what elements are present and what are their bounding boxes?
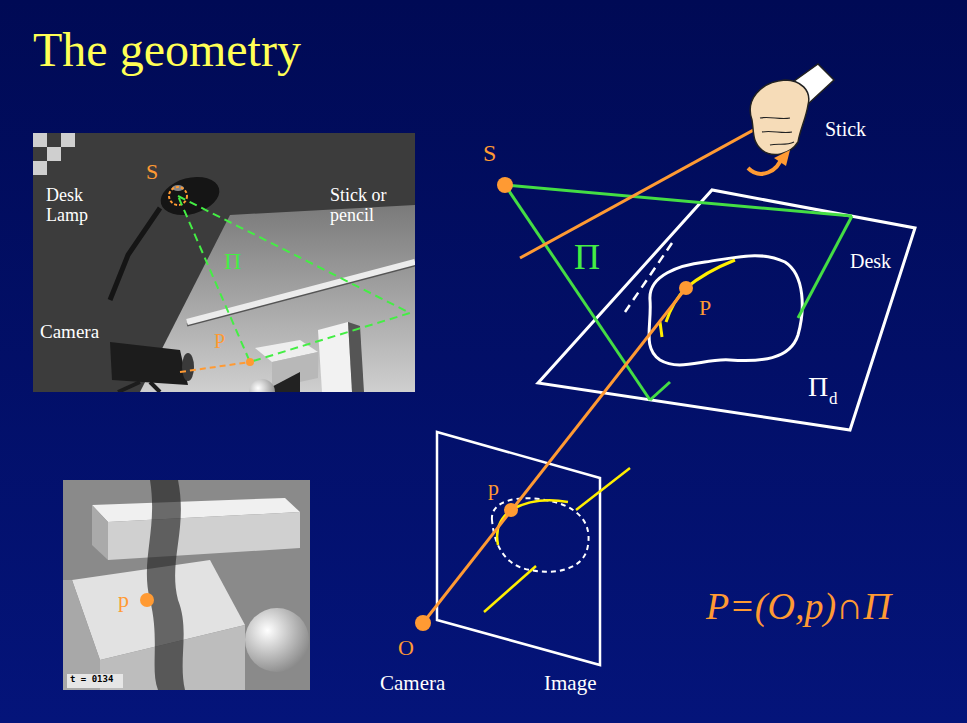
desk-plane-label: Π bbox=[808, 372, 828, 403]
ramp bbox=[63, 580, 100, 690]
stick bbox=[187, 262, 415, 322]
camera-photo bbox=[63, 480, 310, 690]
hand-fingers bbox=[760, 117, 794, 145]
shadow-curve bbox=[666, 260, 735, 322]
image-shadow-curve bbox=[497, 500, 568, 545]
block bbox=[108, 512, 300, 560]
formula: P=(O,p)∩Π bbox=[706, 586, 891, 628]
timestamp: t = 0134 bbox=[70, 675, 113, 685]
light-source-label: S bbox=[483, 140, 496, 166]
image-shadow-line bbox=[576, 468, 630, 510]
image-label: Image bbox=[544, 672, 596, 695]
point-dot bbox=[246, 358, 254, 366]
desk-plane bbox=[538, 190, 915, 430]
sphere bbox=[249, 379, 275, 392]
photo-ground bbox=[63, 480, 310, 690]
stick-label: Stick or pencil bbox=[330, 186, 402, 226]
image-shadow-line bbox=[484, 566, 536, 612]
tripod-leg bbox=[118, 382, 140, 392]
geometry-schematic bbox=[415, 64, 915, 665]
point-label: P bbox=[214, 330, 225, 352]
tripod-leg bbox=[150, 382, 160, 392]
desk-plane-subscript: d bbox=[829, 390, 838, 409]
camera-label: Camera bbox=[40, 322, 99, 343]
shadow-plane bbox=[178, 196, 410, 362]
camera-label: Camera bbox=[380, 672, 445, 695]
object-outline bbox=[649, 256, 802, 365]
image-point-label: p bbox=[118, 588, 129, 612]
view-ray bbox=[180, 362, 250, 372]
checker bbox=[33, 161, 47, 175]
checker bbox=[33, 133, 47, 147]
setup-photo bbox=[33, 133, 415, 392]
plane-label: Π bbox=[224, 248, 241, 274]
camera-center-label: O bbox=[398, 636, 414, 660]
shadow-line bbox=[650, 382, 670, 400]
image-object-outline bbox=[492, 498, 589, 572]
point-dot bbox=[679, 281, 693, 295]
plane-edge bbox=[505, 185, 852, 216]
desk-label: Desk bbox=[850, 250, 891, 272]
rotation-arrowhead bbox=[774, 150, 790, 166]
light-source-label: S bbox=[146, 160, 158, 184]
image-point-dot bbox=[504, 503, 518, 517]
photo-ground bbox=[33, 133, 415, 392]
camera-center-dot bbox=[415, 615, 431, 631]
lamp-arm bbox=[110, 208, 160, 300]
hand bbox=[750, 80, 808, 154]
checker bbox=[61, 133, 75, 147]
light-source-dot bbox=[497, 177, 513, 193]
camera-body bbox=[110, 342, 188, 385]
checker bbox=[47, 147, 61, 161]
plane-edge bbox=[505, 185, 650, 400]
image-point-label: p bbox=[488, 476, 499, 500]
lamp-label: Desk Lamp bbox=[46, 186, 96, 226]
plane-label: Π bbox=[574, 238, 600, 278]
stick-shadow bbox=[147, 480, 185, 690]
point-label: P bbox=[699, 296, 711, 320]
image-plane bbox=[437, 432, 600, 665]
hidden-line bbox=[625, 243, 672, 312]
shadow-curve bbox=[660, 322, 662, 337]
sphere bbox=[245, 608, 309, 672]
slide-title: The geometry bbox=[33, 24, 301, 77]
shadow-line bbox=[798, 216, 852, 318]
timestamp-ground bbox=[67, 674, 123, 688]
stick-label: Stick bbox=[825, 118, 866, 140]
image-point-dot bbox=[140, 593, 154, 607]
view-ray bbox=[423, 288, 686, 623]
camera-lens bbox=[182, 353, 194, 381]
tall-block bbox=[348, 322, 364, 392]
block bbox=[92, 505, 108, 560]
